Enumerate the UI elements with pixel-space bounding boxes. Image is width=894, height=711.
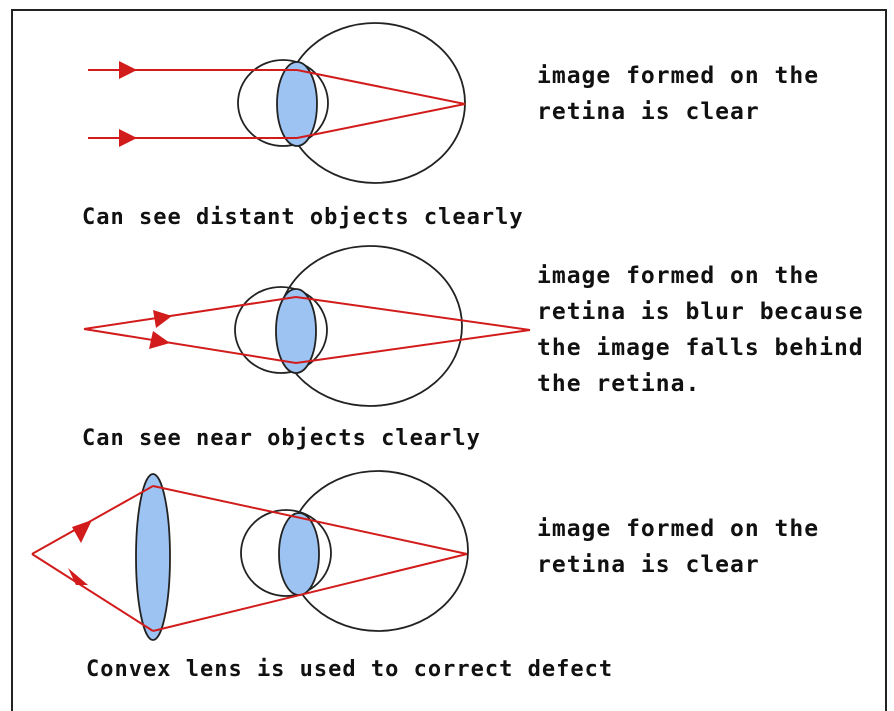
note-line: image formed on the — [537, 516, 820, 542]
arrowhead-bottom-1 — [119, 129, 137, 147]
panel-near-vision — [83, 245, 531, 407]
incoming-ray-bottom-3 — [31, 553, 154, 632]
caption-panel-2: Can see near objects clearly — [82, 426, 481, 451]
note-panel-1: image formed on the retina is clear — [537, 58, 819, 130]
note-line: image formed on the — [537, 263, 820, 289]
cornea-1 — [237, 59, 329, 147]
arrowhead-bottom-2 — [149, 331, 170, 349]
arrowhead-top-2 — [153, 310, 172, 328]
arrowhead-bottom-3 — [68, 568, 88, 585]
note-line: the retina. — [537, 371, 701, 397]
eye-lens-1 — [276, 61, 318, 147]
incoming-ray-top-2 — [83, 296, 297, 330]
incoming-ray-top-3 — [31, 485, 154, 555]
arrowhead-top-1 — [119, 61, 137, 79]
refracted-ray-top-1 — [296, 69, 466, 105]
panel-convex-correction — [31, 470, 469, 641]
refracted-ray-bottom-1 — [296, 103, 466, 139]
note-line: retina is blur because — [537, 299, 864, 325]
cornea-2 — [234, 286, 328, 374]
cornea-3 — [240, 509, 332, 597]
eye-lens-3 — [278, 512, 320, 596]
convex-corrective-lens — [135, 473, 171, 641]
note-line: retina is clear — [537, 99, 760, 125]
note-line: image formed on the — [537, 63, 820, 89]
refracted-ray-bottom-2 — [295, 329, 531, 364]
note-panel-2: image formed on the retina is blur becau… — [537, 258, 864, 402]
refracted-ray-top-2 — [295, 296, 531, 331]
note-line: the image falls behind — [537, 335, 864, 361]
caption-panel-1: Can see distant objects clearly — [82, 205, 524, 230]
diagram-frame — [11, 9, 887, 711]
refracted-ray-bottom-3 — [152, 553, 468, 632]
note-line: retina is clear — [537, 552, 760, 578]
note-panel-3: image formed on the retina is clear — [537, 511, 819, 583]
incoming-ray-bottom-2 — [83, 328, 297, 364]
caption-panel-3: Convex lens is used to correct defect — [86, 657, 614, 682]
refracted-ray-top-3 — [152, 485, 468, 555]
panel-distant-vision — [88, 22, 466, 184]
eye-lens-2 — [275, 288, 317, 374]
arrowhead-top-3 — [72, 520, 92, 543]
